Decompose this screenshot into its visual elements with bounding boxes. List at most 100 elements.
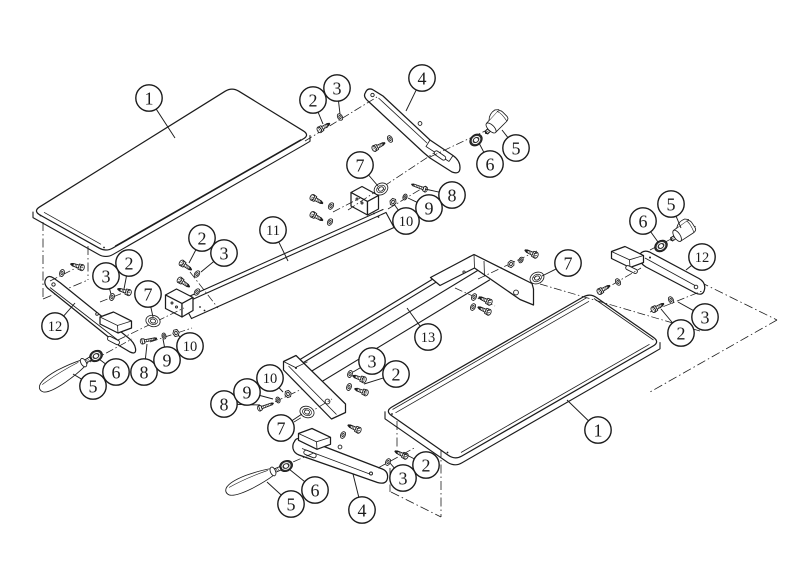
callout-number: 12: [48, 319, 63, 335]
callout-number: 8: [140, 362, 149, 382]
callout-circle: [233, 378, 261, 406]
callout-9: 9: [153, 338, 181, 374]
leader-line: [363, 377, 384, 385]
callout-circle: [92, 262, 120, 290]
callout-number: 2: [392, 364, 401, 384]
leader-line: [352, 473, 360, 498]
leader-line: [352, 367, 361, 373]
hardware-knob: [664, 216, 698, 246]
callout-number: 7: [564, 253, 573, 273]
callout-number: 9: [163, 350, 172, 370]
callout-5: 5: [501, 129, 530, 162]
callout-number: 10: [399, 214, 414, 230]
callout-number: 2: [677, 323, 686, 343]
hardware-screw-small: [353, 385, 370, 397]
callout-circle: [323, 74, 351, 102]
hardware-washer-dark: [466, 131, 486, 149]
leader-line: [72, 373, 82, 380]
hardware-nut: [388, 197, 398, 207]
callout-7: 7: [541, 249, 582, 277]
leader-line: [393, 203, 399, 211]
callout-circle: [691, 303, 719, 331]
leader-line: [63, 302, 76, 317]
callout-3: 3: [200, 239, 238, 273]
callout-circle: [358, 347, 386, 375]
callout-9: 9: [233, 378, 274, 406]
callout-circle: [176, 332, 204, 360]
callout-5: 5: [657, 190, 685, 229]
hardware-washer-dark: [651, 237, 671, 255]
callout-5: 5: [266, 481, 305, 518]
callout-number: 6: [112, 362, 121, 382]
leader-line: [407, 197, 418, 203]
centerline: [239, 451, 317, 486]
hardware-washer-small: [470, 292, 478, 302]
hardware-washer-small: [469, 302, 477, 312]
callout-number: 3: [368, 351, 377, 371]
callout-number: 8: [448, 185, 457, 205]
projection-line: [390, 491, 442, 518]
leader-line: [541, 268, 557, 277]
leader-line: [675, 216, 682, 229]
callout-circle: [502, 134, 530, 162]
leader-line: [424, 188, 439, 193]
part-rail-11: [164, 185, 395, 320]
leader-line: [368, 174, 379, 187]
callout-1: 1: [135, 84, 176, 139]
leader-line: [150, 307, 154, 318]
hardware-washer-tiny: [274, 396, 282, 404]
hardware-washer-small: [335, 112, 345, 122]
hardware-screw-small: [69, 260, 86, 272]
hardware-washer-small: [613, 277, 623, 287]
callout-number: 10: [263, 371, 278, 387]
centerline: [149, 327, 193, 343]
part-bracket-12-right: [610, 245, 706, 295]
callout-circle: [41, 312, 69, 340]
callout-number: 3: [102, 266, 111, 286]
leader-line: [650, 231, 659, 243]
centerline: [49, 265, 81, 282]
callout-number: 6: [486, 154, 495, 174]
leader-line: [389, 462, 395, 469]
callout-circle: [153, 346, 181, 374]
leader-line: [200, 261, 214, 273]
callout-7: 7: [346, 151, 379, 187]
hardware-washer-small: [192, 287, 202, 297]
hardware-screw-long: [410, 181, 429, 193]
callout-circle: [210, 390, 238, 418]
callout-number: 3: [220, 243, 229, 263]
leader-line: [501, 129, 509, 138]
hardware-screw-long: [256, 400, 275, 412]
callout-3: 3: [677, 301, 719, 331]
callout-6: 6: [629, 207, 659, 243]
callout-number: 9: [425, 198, 434, 218]
hardware-screw-small: [477, 293, 494, 307]
leader-line: [177, 334, 181, 338]
callout-circle: [267, 414, 295, 442]
leader-line: [155, 109, 176, 139]
leader-line: [278, 241, 289, 262]
callout-number: 4: [358, 500, 367, 520]
leader-line: [660, 308, 673, 323]
callout-number: 6: [639, 211, 648, 231]
hardware-nut: [506, 259, 516, 269]
callout-3: 3: [389, 462, 417, 492]
hardware-screw-small: [351, 372, 368, 384]
callout-12: 12: [685, 243, 716, 271]
callout-circle: [301, 476, 329, 504]
part-panel-top: [32, 88, 311, 258]
callout-10: 10: [392, 203, 420, 235]
callout-circle: [415, 194, 443, 222]
hardware-washer-small: [346, 369, 354, 379]
leader-line: [98, 358, 106, 365]
centerline: [377, 446, 417, 469]
callout-circle: [130, 358, 158, 386]
callout-circle: [408, 64, 436, 92]
leader-line: [685, 265, 692, 271]
part-bracket-12-left: [44, 275, 137, 354]
hardware-washer-small: [384, 457, 392, 467]
callout-circle: [688, 243, 716, 271]
hardware-washer-large: [297, 403, 317, 421]
leader-line: [123, 276, 127, 290]
